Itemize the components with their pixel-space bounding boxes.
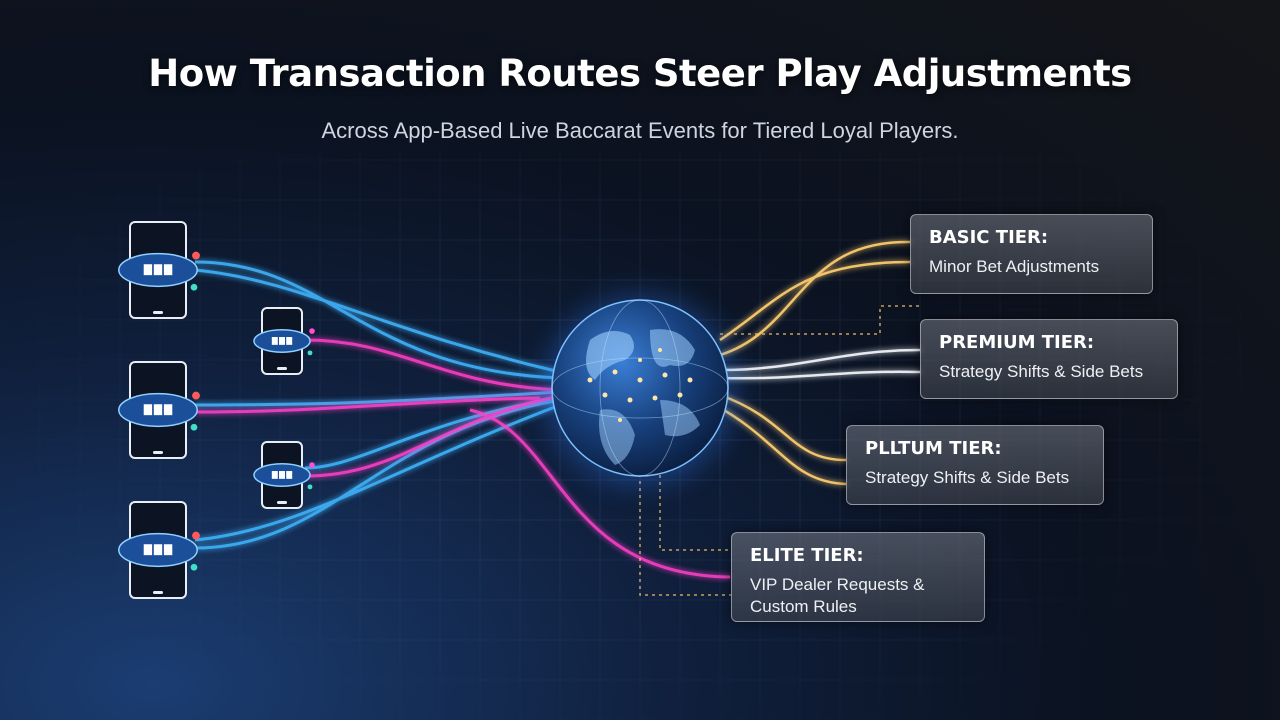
route-line: [719, 348, 921, 372]
playing-card-icon: [143, 264, 153, 276]
page-subtitle: Across App-Based Live Baccarat Events fo…: [321, 118, 959, 143]
magenta-routes: [194, 338, 731, 579]
tier-title: ELITE TIER:: [750, 545, 864, 566]
tier-description: VIP Dealer Requests & Custom Rules: [750, 575, 925, 616]
tier-card-elite: ELITE TIER: VIP Dealer Requests & Custom…: [731, 532, 985, 622]
chip-icon: [192, 391, 200, 400]
chip-icon: [307, 350, 313, 356]
smartphone-icon: [118, 501, 200, 599]
chip-icon: [309, 328, 315, 334]
continent-shape: [660, 400, 700, 437]
route-line: [469, 408, 731, 579]
node-dots: [587, 348, 693, 422]
playing-card-icon: [271, 337, 278, 345]
playing-card-icon: [271, 471, 278, 479]
playing-card-icon: [279, 337, 285, 345]
globe-icon: [551, 299, 729, 477]
playing-card-icon: [279, 471, 285, 479]
route-line: [304, 338, 561, 392]
route-line: [719, 240, 911, 357]
playing-card-icon: [163, 264, 173, 276]
tier-description: Minor Bet Adjustments: [929, 257, 1100, 276]
output-routes: [714, 240, 921, 486]
route-line: [194, 403, 561, 542]
playing-card-icon: [143, 544, 153, 556]
route-line: [719, 370, 921, 380]
tier-title: PLLTUM TIER:: [865, 438, 1002, 459]
playing-card-icon: [163, 404, 173, 416]
globe: [545, 295, 735, 485]
chip-icon: [192, 251, 200, 260]
route-line: [719, 260, 911, 342]
continent-shape: [586, 331, 634, 380]
route-line: [194, 396, 541, 414]
tier-description: Strategy Shifts & Side Bets: [939, 362, 1144, 381]
chip-icon: [307, 484, 313, 490]
tier-title: BASIC TIER:: [929, 227, 1049, 248]
tier-card-platinum: PLLTUM TIER: Strategy Shifts & Side Bets: [846, 425, 1104, 505]
playing-card-icon: [286, 337, 293, 345]
chip-icon: [190, 423, 198, 431]
route-line: [194, 260, 561, 380]
route-line: [719, 393, 847, 462]
route-line: [714, 403, 847, 486]
playing-card-icon: [286, 471, 293, 479]
smartphone-icon: [253, 441, 315, 509]
playing-card-icon: [153, 264, 163, 276]
continent-shape: [599, 409, 635, 465]
route-line: [194, 398, 561, 550]
chip-icon: [192, 531, 200, 540]
page-title: How Transaction Routes Steer Play Adjust…: [148, 52, 1132, 95]
smartphone-icon: [253, 307, 315, 375]
continent-shape: [650, 329, 695, 367]
smartphone-icon: [118, 361, 200, 459]
route-line: [304, 394, 561, 478]
tier-card-basic: BASIC TIER: Minor Bet Adjustments: [910, 214, 1153, 294]
playing-card-icon: [153, 544, 163, 556]
smartphone-icon: [118, 221, 200, 319]
chip-icon: [309, 462, 315, 468]
route-line: [194, 390, 561, 407]
tier-title: PREMIUM TIER:: [939, 332, 1095, 353]
playing-card-icon: [153, 404, 163, 416]
playing-card-icon: [143, 404, 153, 416]
chip-icon: [190, 563, 198, 571]
route-line: [194, 268, 561, 374]
playing-card-icon: [163, 544, 173, 556]
tier-card-premium: PREMIUM TIER: Strategy Shifts & Side Bet…: [920, 319, 1178, 399]
chip-icon: [190, 283, 198, 291]
tier-description: Strategy Shifts & Side Bets: [865, 468, 1070, 487]
